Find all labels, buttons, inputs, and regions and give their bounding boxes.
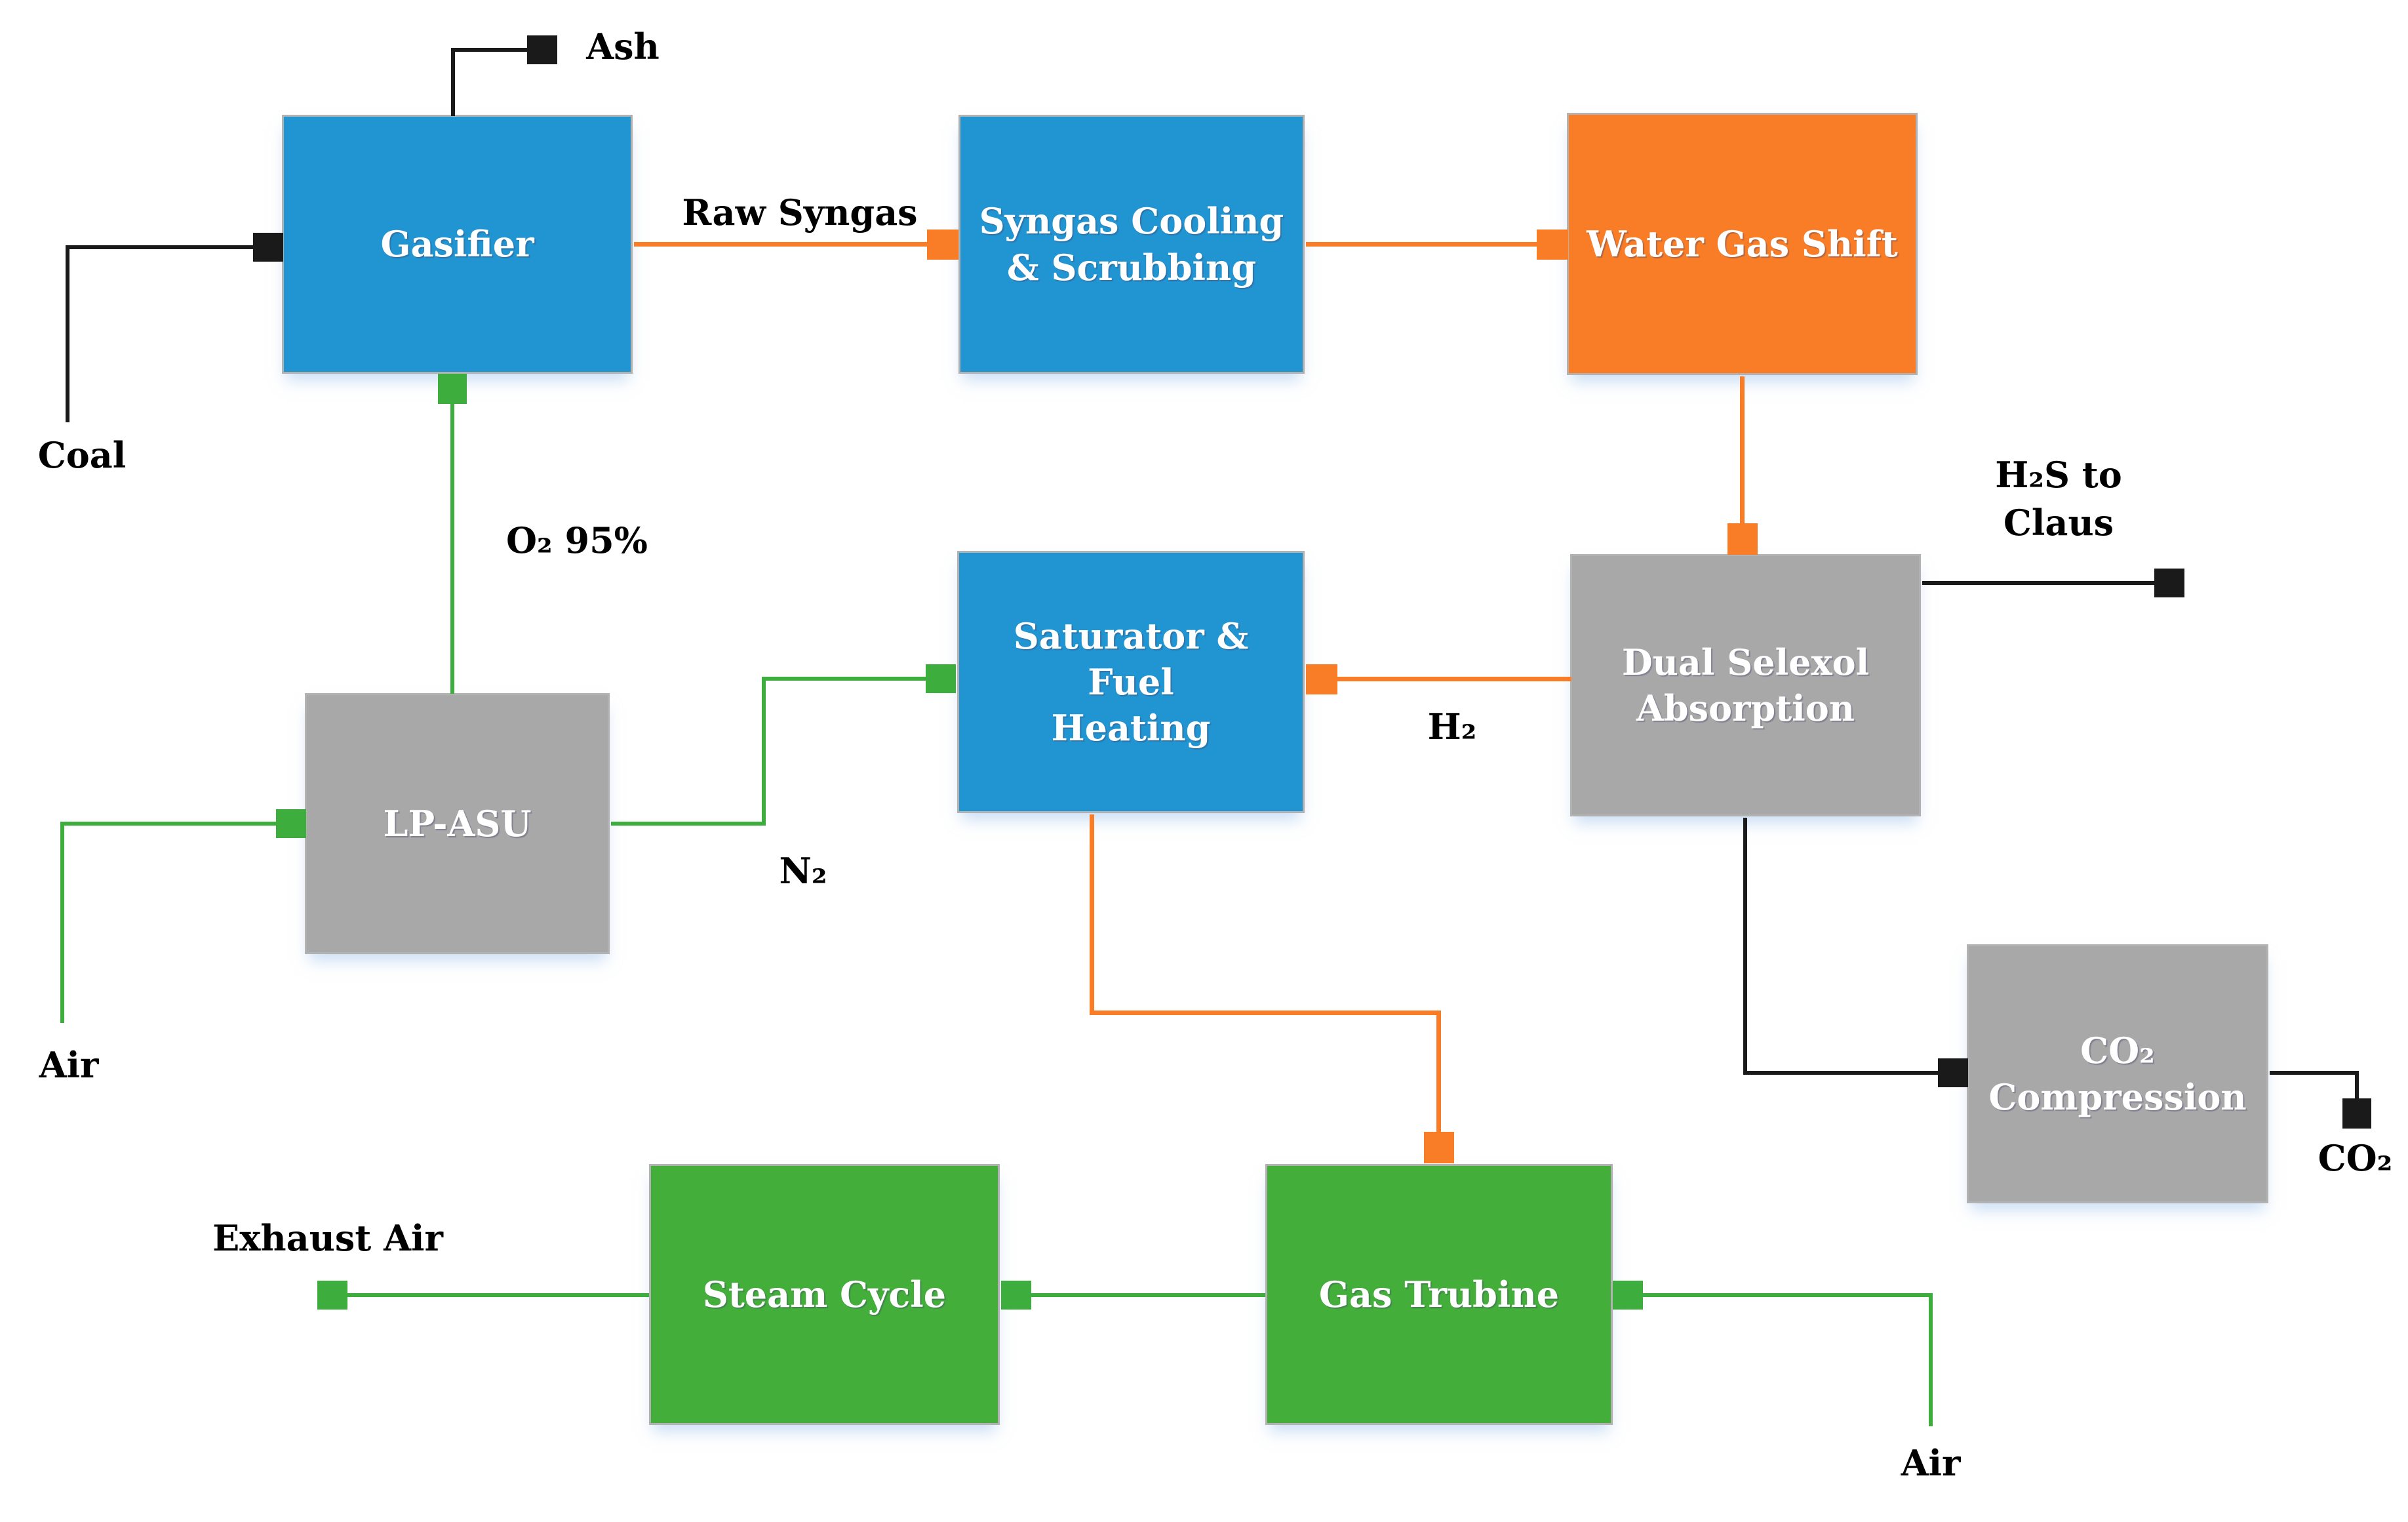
flow-ash-line-horizontal	[451, 48, 527, 52]
flow-air-left-line-horizontal	[60, 822, 278, 826]
flow-saturator-gt-arrowhead	[1424, 1132, 1454, 1163]
label-exhaust-air: Exhaust Air	[212, 1217, 443, 1259]
flow-exhaust-arrowhead	[317, 1281, 347, 1310]
box-water-gas-shift: Water Gas Shift	[1567, 113, 1918, 375]
label-n2: N₂	[779, 850, 827, 892]
flow-n2-line-horizontal-1	[611, 822, 766, 826]
box-lp-asu: LP-ASU	[305, 693, 610, 954]
flow-ash-arrowhead	[527, 35, 557, 64]
flow-h2s-line	[1922, 581, 2154, 585]
label-co2-out: CO₂	[2318, 1137, 2393, 1179]
flow-coal-arrowhead	[253, 233, 283, 262]
box-gasifier: Gasifier	[282, 115, 633, 374]
box-syngas-cooling: Syngas Cooling & Scrubbing	[958, 115, 1305, 374]
box-co2-compression: CO₂ Compression	[1967, 944, 2268, 1203]
flow-exhaust-line	[347, 1293, 649, 1297]
label-air-left: Air	[39, 1044, 99, 1086]
label-ash: Ash	[586, 26, 660, 68]
flow-air-right-line-vertical	[1929, 1295, 1933, 1426]
box-steam-cycle: Steam Cycle	[649, 1164, 1000, 1425]
flow-raw-syngas-arrowhead	[927, 230, 958, 260]
box-saturator-fuel-heating-label: Saturator & Fuel Heating	[1013, 614, 1249, 750]
box-lp-asu-label: LP-ASU	[383, 802, 532, 845]
flow-selexol-co2-line-horizontal	[1743, 1071, 1938, 1075]
box-gas-turbine-label: Gas Trubine	[1318, 1273, 1560, 1315]
box-gas-turbine: Gas Trubine	[1265, 1164, 1613, 1425]
flow-ash-line-vertical	[451, 48, 455, 116]
flow-gt-steam-line	[1031, 1293, 1265, 1297]
label-raw-syngas: Raw Syngas	[682, 191, 918, 233]
box-water-gas-shift-label: Water Gas Shift	[1587, 222, 1898, 265]
flow-o2-line	[450, 403, 454, 694]
flow-o2-arrowhead	[438, 374, 467, 404]
flow-h2s-arrowhead	[2154, 569, 2184, 597]
flow-coal-line-vertical	[66, 245, 69, 422]
flow-coal-line-horizontal	[66, 245, 253, 249]
flow-n2-line-vertical	[762, 679, 766, 826]
label-h2s-to-claus: H₂S to Claus	[1995, 454, 2122, 544]
flow-selexol-co2-line-vertical	[1743, 818, 1747, 1075]
flow-saturator-gt-line-vertical-1	[1090, 814, 1094, 1015]
label-coal: Coal	[37, 434, 127, 476]
flow-h2-line	[1337, 677, 1571, 681]
flow-raw-syngas-line	[634, 242, 928, 247]
flow-wgs-selexol-line	[1740, 376, 1745, 525]
flow-gt-steam-arrowhead	[1001, 1281, 1031, 1310]
flow-syngas-wgs-arrowhead	[1537, 230, 1568, 260]
flow-saturator-gt-line-vertical-2	[1436, 1011, 1441, 1133]
box-steam-cycle-label: Steam Cycle	[702, 1273, 947, 1315]
flow-n2-arrowhead	[926, 664, 956, 693]
flow-syngas-wgs-line	[1306, 242, 1537, 247]
label-air-right: Air	[1901, 1442, 1961, 1484]
flow-wgs-selexol-arrowhead	[1727, 523, 1758, 555]
label-o2-95: O₂ 95%	[506, 519, 648, 561]
box-dual-selexol-label: Dual Selexol Absorption	[1621, 641, 1870, 729]
flow-co2-out-line-vertical	[2355, 1071, 2359, 1100]
label-h2: H₂	[1427, 706, 1477, 748]
flow-saturator-gt-line-horizontal	[1090, 1011, 1441, 1015]
box-syngas-cooling-label: Syngas Cooling & Scrubbing	[979, 200, 1284, 289]
flow-co2-out-arrowhead	[2342, 1098, 2371, 1129]
flow-air-right-line-horizontal	[1643, 1293, 1933, 1297]
box-co2-compression-label: CO₂ Compression	[1988, 1030, 2247, 1118]
flow-selexol-co2-arrowhead	[1938, 1058, 1968, 1087]
flow-air-left-line-vertical	[60, 824, 64, 1023]
box-saturator-fuel-heating: Saturator & Fuel Heating	[957, 551, 1305, 813]
box-gasifier-label: Gasifier	[380, 223, 534, 266]
flow-h2-arrowhead	[1306, 664, 1337, 694]
flow-air-right-arrowhead	[1613, 1281, 1643, 1310]
flow-co2-out-line-horizontal	[2270, 1071, 2359, 1075]
flow-n2-line-horizontal-2	[762, 677, 927, 681]
flow-air-left-arrowhead	[276, 809, 306, 838]
box-dual-selexol: Dual Selexol Absorption	[1570, 554, 1921, 816]
